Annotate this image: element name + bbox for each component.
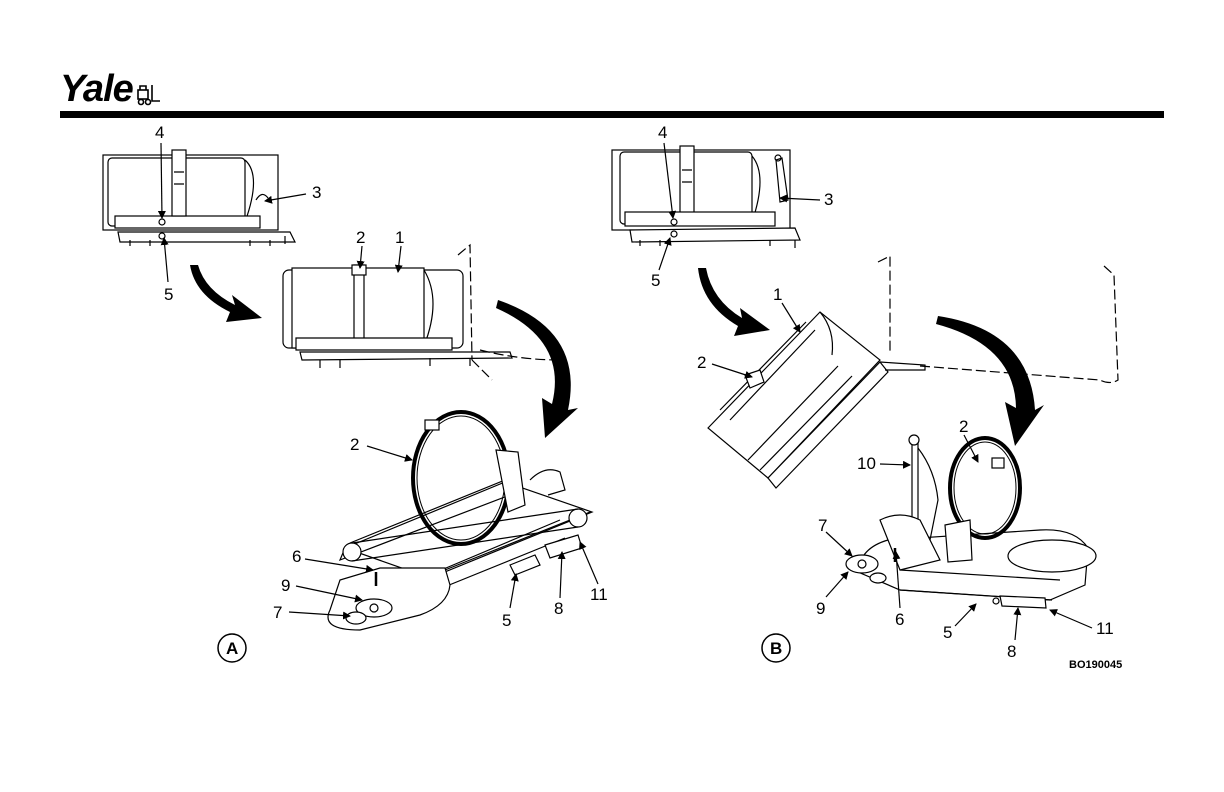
panel-a-callout-7: 7 bbox=[273, 603, 282, 622]
panel-a-callout-4: 4 bbox=[155, 123, 164, 142]
panel-a-battery-tray bbox=[328, 412, 592, 630]
panel-a-callout-2-top: 2 bbox=[356, 228, 365, 247]
panel-b-callout-2-top: 2 bbox=[697, 353, 706, 372]
panel-b-callout-11: 11 bbox=[1096, 619, 1114, 638]
panel-b-battery-installed bbox=[612, 146, 800, 248]
panel-b-callout-8: 8 bbox=[1007, 642, 1016, 661]
panel-a bbox=[103, 143, 598, 662]
panel-a-callout-1: 1 bbox=[395, 228, 404, 247]
panel-b-callout-10: 10 bbox=[857, 454, 876, 473]
panel-a-callout-9: 9 bbox=[281, 576, 290, 595]
panel-b-label: B bbox=[770, 639, 782, 658]
panel-b-callout-2: 2 bbox=[959, 417, 968, 436]
panel-a-label: A bbox=[226, 639, 238, 658]
panel-b-callout-4: 4 bbox=[658, 123, 667, 142]
panel-b-callout-7: 7 bbox=[818, 516, 827, 535]
panel-b-callout-3: 3 bbox=[824, 190, 833, 209]
panel-a-callout-3: 3 bbox=[312, 183, 321, 202]
panel-b-callout-5-top: 5 bbox=[651, 271, 660, 290]
panel-b-callout-1: 1 bbox=[773, 285, 782, 304]
panel-a-callout-11: 11 bbox=[590, 585, 608, 604]
panel-a-callout-2: 2 bbox=[350, 435, 359, 454]
panel-b-callout-6: 6 bbox=[895, 610, 904, 629]
panel-a-callout-5: 5 bbox=[502, 611, 511, 630]
panel-b-callout-5: 5 bbox=[943, 623, 952, 642]
figure-code: BO190045 bbox=[1069, 659, 1122, 671]
panel-a-callout-5-top: 5 bbox=[164, 285, 173, 304]
panel-a-callout-8: 8 bbox=[554, 599, 563, 618]
panel-a-battery-installed bbox=[103, 150, 295, 246]
panel-b-battery-tray bbox=[846, 435, 1096, 608]
panel-b bbox=[612, 143, 1118, 662]
panel-b-callout-9: 9 bbox=[816, 599, 825, 618]
panel-a-callout-6: 6 bbox=[292, 547, 301, 566]
